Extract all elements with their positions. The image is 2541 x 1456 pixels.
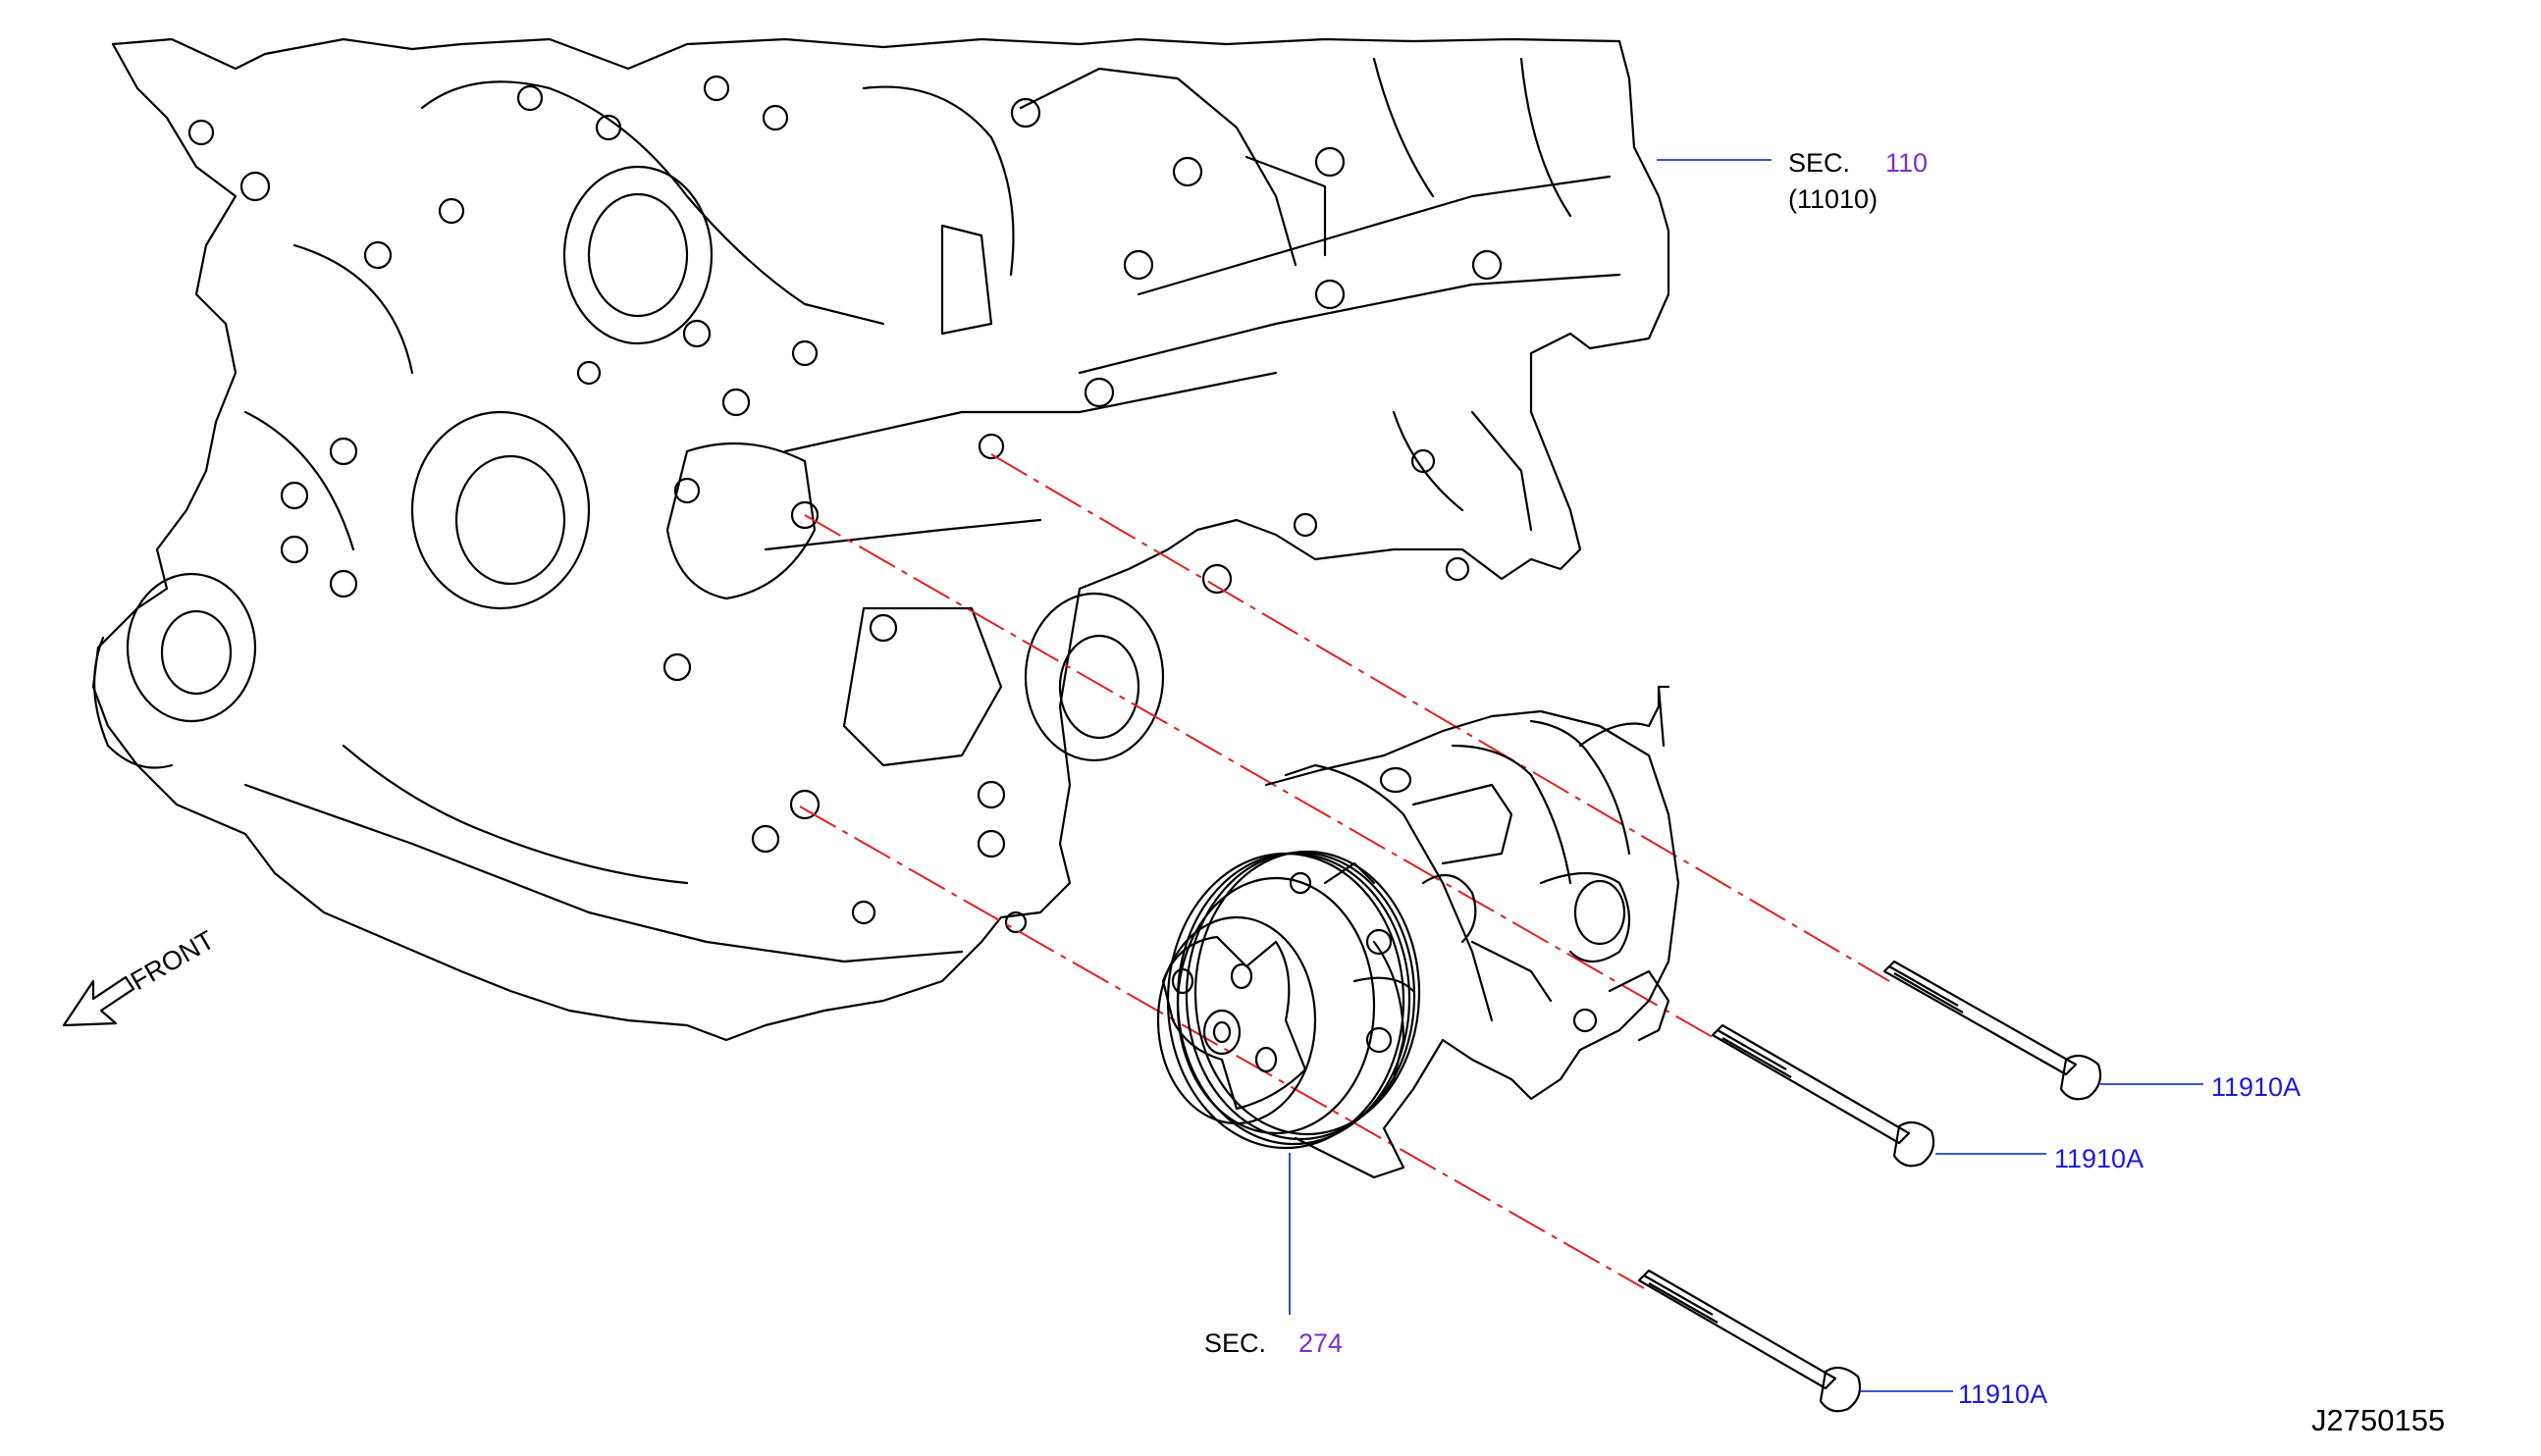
bolt-part-number-upper[interactable]: 11910A: [2211, 1072, 2302, 1102]
bolt-upper: [1882, 960, 2102, 1101]
bolt-part-number-lower[interactable]: 11910A: [1958, 1379, 2048, 1409]
mounting-bolts: [1637, 960, 2102, 1413]
front-arrow-icon: [62, 975, 135, 1027]
ac-compressor: [1156, 685, 1680, 1179]
bolt-middle: [1711, 1023, 1935, 1168]
engine-sec-prefix: SEC.: [1788, 148, 1851, 178]
leader-lines: [1289, 159, 2203, 1392]
compressor-sec-number[interactable]: 274: [1298, 1328, 1344, 1358]
engine-block: [91, 37, 1670, 1042]
front-label: FRONT: [126, 925, 220, 996]
bolt-lower: [1637, 1269, 1862, 1413]
middle-centerline: [804, 514, 1719, 1041]
engine-part-number: (11010): [1788, 184, 1879, 214]
upper-centerline: [990, 453, 1890, 982]
engine-sec-number[interactable]: 110: [1885, 148, 1929, 178]
lower-centerline: [799, 806, 1645, 1289]
diagram-id: J2750155: [2311, 1403, 2446, 1437]
bolt-centerlines: [799, 453, 1890, 1289]
compressor-sec-prefix: SEC.: [1204, 1328, 1267, 1358]
bolt-part-number-middle[interactable]: 11910A: [2054, 1144, 2144, 1173]
